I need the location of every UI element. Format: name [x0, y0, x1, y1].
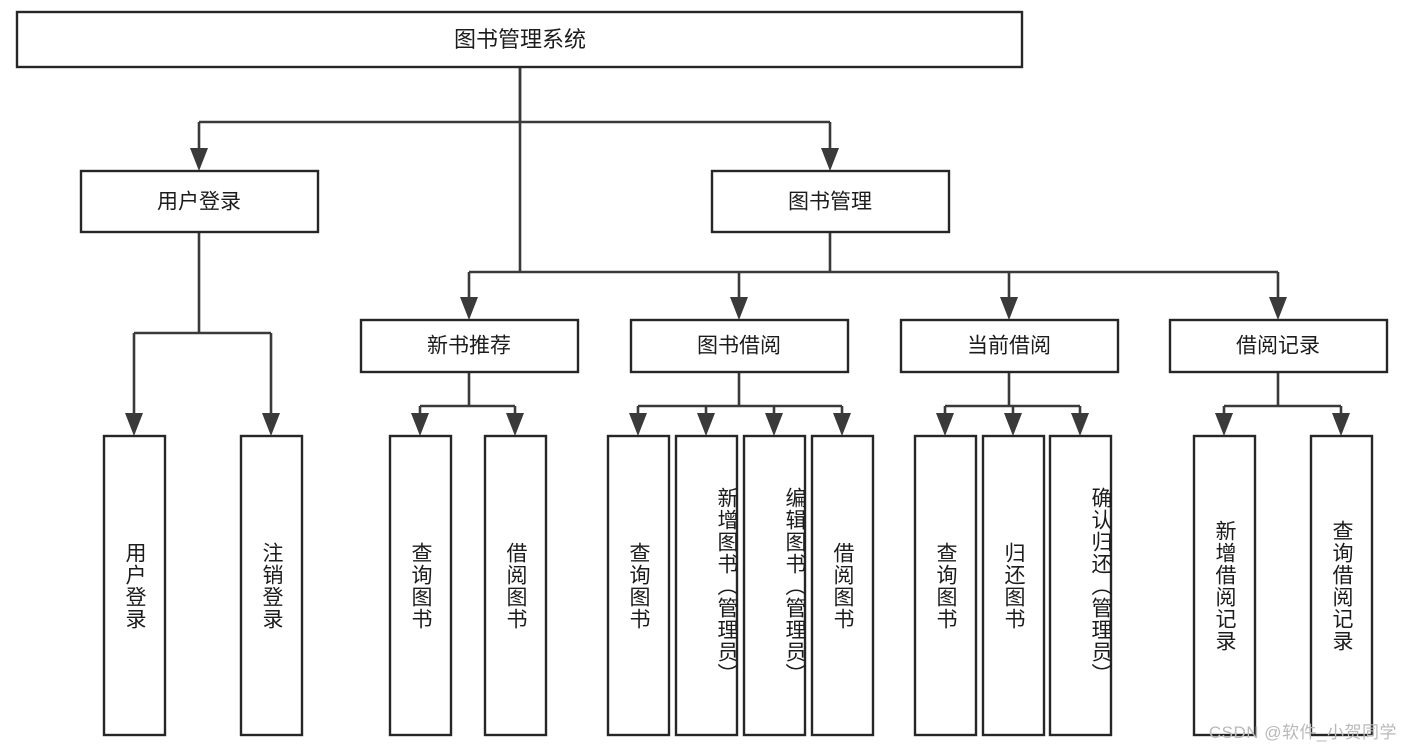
node-user-login[interactable]: 用户登录: [79, 169, 320, 234]
connector-group-current-borrow: [936, 372, 1089, 436]
csdn-watermark: CSDN @软件_小贺同学: [1208, 723, 1397, 742]
node-new-book-recommend[interactable]: 新书推荐: [359, 318, 580, 374]
arrow-head-user-login: [190, 148, 208, 171]
arrow-head-book-manage: [821, 148, 839, 171]
arrow-head-new-book-recommend: [460, 297, 478, 320]
connector-group-book-borrow: [629, 372, 851, 436]
node-current-borrow-label: 当前借阅: [967, 335, 1051, 358]
arrow-head-leaf-edit-book: [765, 413, 783, 436]
arrow-head-leaf-query-record: [1332, 413, 1350, 436]
node-leaf-add-record-box[interactable]: [1192, 434, 1257, 737]
node-borrow-record-label: 借阅记录: [1236, 335, 1320, 358]
node-user-login-label: 用户登录: [157, 191, 241, 214]
arrow-head-book-borrow: [730, 297, 748, 320]
arrow-head-leaf-return-book: [1004, 413, 1022, 436]
arrow-head-borrow-record: [1269, 297, 1287, 320]
arrow-head-leaf-query-book-1: [411, 413, 429, 436]
node-borrow-record[interactable]: 借阅记录: [1168, 318, 1389, 374]
arrow-head-leaf-confirm-return: [1071, 413, 1089, 436]
node-leaf-confirm-return-box[interactable]: [1048, 434, 1113, 737]
node-book-manage-label: 图书管理: [788, 191, 872, 214]
node-leaf-add-book-box[interactable]: [674, 434, 739, 737]
arrow-head-leaf-user-login: [125, 413, 143, 436]
arrow-head-current-borrow: [1000, 297, 1018, 320]
node-new-book-recommend-box[interactable]: [359, 318, 580, 374]
node-borrow-record-box[interactable]: [1168, 318, 1389, 374]
node-leaf-return-book-box[interactable]: [981, 434, 1046, 737]
arrow-head-leaf-logout-login: [262, 413, 280, 436]
node-leaf-query-record-box[interactable]: [1309, 434, 1374, 737]
node-current-borrow-box[interactable]: [899, 318, 1120, 374]
node-leaf-user-login-box[interactable]: [102, 434, 167, 737]
node-leaf-query-book-2-box[interactable]: [606, 434, 671, 737]
arrow-head-leaf-borrow-book-1: [506, 413, 524, 436]
connector-group-new-book-recommend: [411, 372, 524, 436]
node-book-manage[interactable]: 图书管理: [710, 169, 951, 234]
node-new-book-recommend-label: 新书推荐: [427, 335, 511, 358]
connector-group-book-manage: [460, 232, 1287, 320]
node-leaf-query-book-3-box[interactable]: [913, 434, 978, 737]
node-root-box[interactable]: [15, 10, 1024, 69]
node-root[interactable]: 图书管理系统: [15, 10, 1024, 69]
node-leaf-borrow-book-1-box[interactable]: [483, 434, 548, 737]
node-current-borrow[interactable]: 当前借阅: [899, 318, 1120, 374]
node-root-label: 图书管理系统: [454, 27, 586, 52]
node-leaf-borrow-book-2-box[interactable]: [810, 434, 875, 737]
connector-group-user-login: [125, 232, 280, 436]
arrow-head-leaf-borrow-book-2: [833, 413, 851, 436]
connector-group-root: [190, 67, 839, 272]
arrow-head-leaf-add-book: [697, 413, 715, 436]
node-book-borrow-box[interactable]: [629, 318, 850, 374]
node-book-manage-box[interactable]: [710, 169, 951, 234]
node-book-borrow[interactable]: 图书借阅: [629, 318, 850, 374]
node-leaf-edit-book-box[interactable]: [742, 434, 807, 737]
connector-group-borrow-record: [1215, 372, 1350, 436]
arrow-head-leaf-query-book-3: [936, 413, 954, 436]
arrow-head-leaf-query-book-2: [629, 413, 647, 436]
node-leaf-query-book-1-box[interactable]: [388, 434, 453, 737]
arrow-head-leaf-add-record: [1215, 413, 1233, 436]
node-book-borrow-label: 图书借阅: [697, 335, 781, 358]
node-user-login-box[interactable]: [79, 169, 320, 234]
node-leaf-logout-login-box[interactable]: [239, 434, 304, 737]
